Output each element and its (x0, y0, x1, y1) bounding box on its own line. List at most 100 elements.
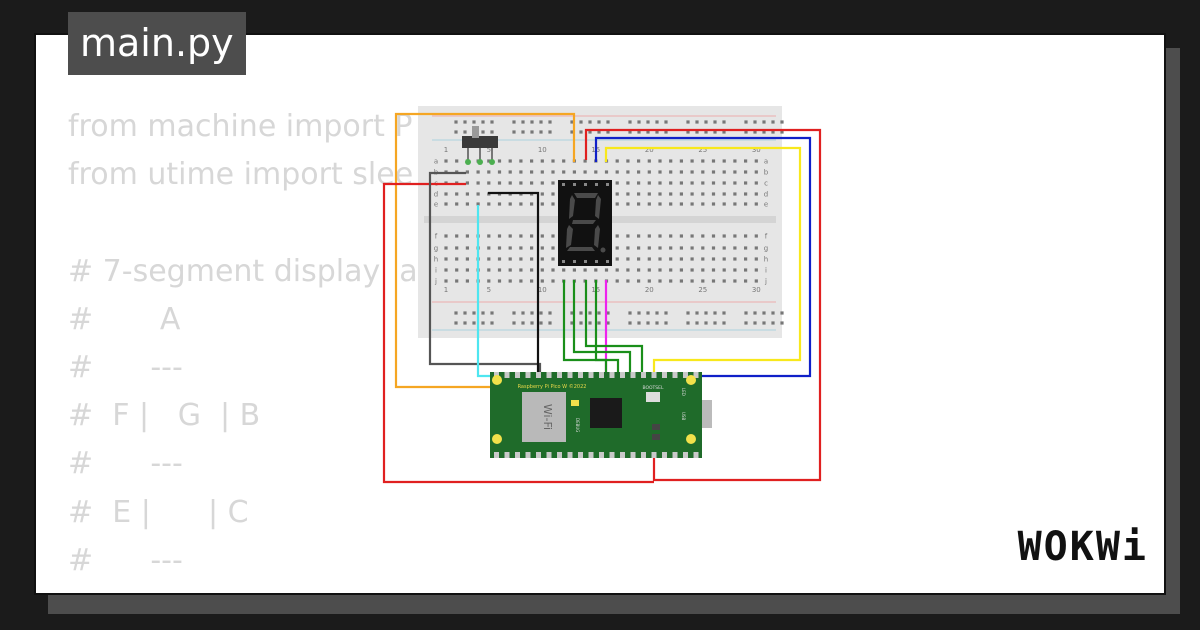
breadboard-hole (508, 246, 512, 250)
wire-yellow[interactable] (604, 146, 802, 374)
breadboard-hole (615, 234, 619, 238)
breadboard-hole (744, 246, 748, 250)
bootsel-label: BOOTSEL (642, 385, 664, 391)
power-rail-hole (570, 130, 574, 134)
breadboard-hole (733, 279, 737, 283)
breadboard-row-letter: j (434, 278, 437, 286)
wire-red-left[interactable] (382, 182, 654, 484)
wire-green-2[interactable] (572, 280, 632, 376)
power-rail-hole (753, 120, 757, 124)
power-rail-hole (490, 311, 494, 315)
pico-pin (662, 372, 667, 378)
breadboard-hole (615, 279, 619, 283)
slide-switch[interactable] (462, 126, 498, 165)
breadboard-column-number: 20 (645, 146, 654, 154)
breadboard-hole (722, 246, 726, 250)
pico-w-board[interactable]: Wi-Fi Raspberry Pi Pico W ©2022 BOOTSEL … (490, 372, 712, 458)
usb-port[interactable] (702, 400, 712, 428)
power-rail-hole (704, 321, 708, 325)
pico-pin (651, 452, 657, 458)
breadboard-column-number: 5 (487, 286, 491, 294)
breadboard-hole (519, 279, 523, 283)
breadboard-hole (465, 279, 469, 283)
breadboard-hole (551, 279, 555, 283)
pico-pin (546, 372, 552, 378)
breadboard-hole (637, 246, 641, 250)
breadboard-hole (754, 246, 758, 250)
pico-pin (557, 452, 562, 458)
wire-green-3[interactable] (562, 280, 620, 376)
breadboard-hole (711, 192, 716, 196)
wire-red-right[interactable] (584, 128, 822, 482)
breadboard-hole (658, 202, 662, 206)
breadboard-hole (722, 202, 726, 206)
breadboard-hole (540, 268, 544, 272)
power-rail-hole (548, 120, 552, 124)
breadboard-hole (455, 159, 459, 163)
breadboard-hole (669, 234, 673, 238)
breadboard-hole (733, 268, 737, 272)
power-rail-hole (472, 311, 476, 315)
segment-d (567, 247, 595, 251)
segment-b (595, 195, 601, 219)
power-rail-hole (744, 321, 748, 325)
breadboard-column-number: 25 (698, 286, 707, 294)
breadboard-hole (583, 268, 587, 272)
breadboard-hole (690, 159, 694, 163)
file-tab[interactable]: main.py (68, 12, 246, 75)
breadboard-hole (679, 257, 683, 261)
breadboard-row-letter: e (434, 201, 438, 209)
power-rail-hole (646, 321, 650, 325)
switch-knob[interactable] (472, 126, 479, 138)
wire-orange[interactable] (394, 112, 576, 389)
breadboard-hole (508, 268, 512, 272)
breadboard-hole (551, 192, 555, 196)
power-rail-hole (753, 130, 757, 134)
wire-green-4[interactable] (584, 280, 644, 376)
breadboard-hole (658, 181, 662, 185)
bootsel-button[interactable] (646, 392, 660, 402)
breadboard-hole (722, 257, 726, 261)
breadboard-column-number: 30 (752, 146, 761, 154)
breadboard-hole (647, 234, 651, 238)
breadboard-hole (754, 202, 758, 206)
breadboard-hole (519, 257, 523, 261)
breadboard-hole (754, 170, 758, 174)
pico-pin (693, 372, 699, 378)
pico-pin (515, 452, 520, 458)
power-rail-hole (780, 321, 784, 325)
power-rail-hole (628, 120, 632, 124)
wires[interactable] (382, 112, 822, 484)
breadboard-hole (562, 159, 566, 163)
breadboard-hole (519, 268, 523, 272)
power-rail-hole (463, 311, 467, 315)
power-rail-hole (722, 130, 726, 134)
power-rail-hole (704, 130, 708, 134)
breadboard-hole (551, 257, 555, 261)
wire-blue[interactable] (594, 136, 812, 378)
pico-pins (494, 372, 699, 458)
power-rail-hole (579, 130, 583, 134)
pico-pin (662, 452, 667, 458)
power-rail-hole (771, 321, 775, 325)
breadboard-hole (497, 268, 502, 272)
wire-gray[interactable] (428, 171, 542, 376)
breadboard-hole (669, 159, 673, 163)
breadboard-hole (679, 192, 683, 196)
breadboard-hole (669, 246, 673, 250)
breadboard-hole (701, 159, 705, 163)
breadboard-row-letter: j (764, 278, 767, 286)
wire-black[interactable] (488, 191, 540, 376)
seven-segment-display[interactable] (558, 180, 612, 266)
breadboard-hole (540, 202, 544, 206)
breadboard-hole (722, 159, 726, 163)
breadboard-hole (530, 181, 534, 185)
power-rail-hole (695, 130, 699, 134)
power-rail-hole (646, 130, 650, 134)
power-rail-hole (570, 311, 574, 315)
power-rail-hole (628, 130, 632, 134)
breadboard-hole (508, 202, 512, 206)
pico-pin (567, 452, 573, 458)
breadboard-hole (658, 192, 662, 196)
